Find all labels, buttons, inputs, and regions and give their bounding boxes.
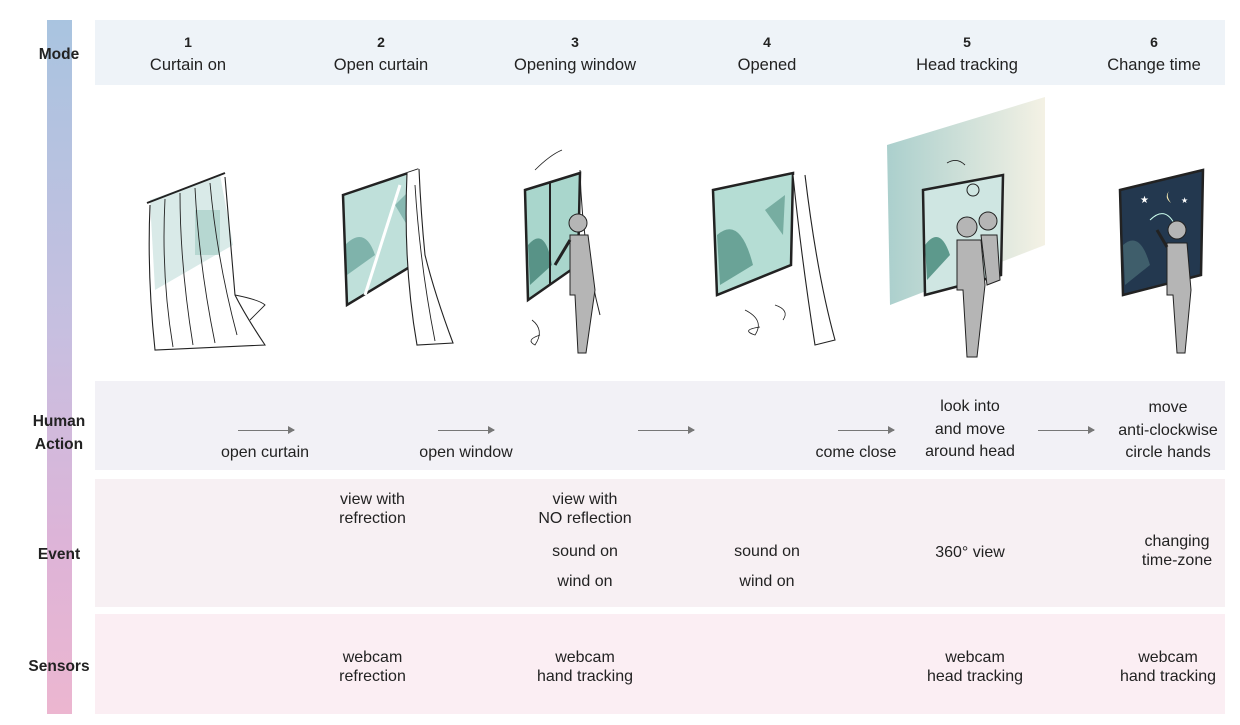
event-360-view: 360° view [935, 544, 1005, 561]
mode-number: 2 [377, 34, 385, 50]
sensor-mode-5: webcam head tracking [910, 648, 1040, 686]
sensor-text-line: webcam [555, 649, 615, 666]
mode-band [95, 20, 1225, 85]
event-text-line: time-zone [1141, 552, 1213, 569]
action-come-close: come close [815, 444, 897, 461]
sensor-text-line: hand tracking [1119, 668, 1217, 685]
mode-number: 4 [763, 34, 771, 50]
mode-number: 6 [1150, 34, 1158, 50]
sensor-text-line: webcam [342, 649, 403, 666]
row-label-sensors: Sensors [28, 658, 90, 675]
event-mode-2: view with refrection [320, 490, 425, 528]
event-wind-on: wind on [739, 573, 795, 590]
event-sound-on: sound on [734, 543, 800, 560]
opened-window-illustration [705, 95, 845, 365]
mode-header-4: 4 Opened [707, 33, 827, 75]
sensor-text-line: webcam [1138, 649, 1198, 666]
event-changing-time-zone: changing time-zone [1125, 532, 1229, 570]
sensor-mode-2: webcam refrection [320, 648, 425, 686]
row-label-mode: Mode [38, 46, 80, 63]
svg-text:★: ★ [1140, 195, 1149, 206]
event-mode-3: view with NO reflection [520, 490, 650, 528]
mode-header-3: 3 Opening window [500, 33, 650, 75]
mode-title: Head tracking [916, 56, 1018, 74]
event-text-line: changing [1144, 533, 1210, 550]
action-arrow [438, 426, 495, 434]
mode-title: Curtain on [149, 56, 227, 74]
event-text-line: refrection [339, 510, 406, 527]
mode-header-5: 5 Head tracking [897, 33, 1037, 75]
mode-number: 1 [184, 34, 192, 50]
row-label-human-action: Human Action [32, 413, 86, 453]
sensor-text-line: hand tracking [536, 668, 634, 685]
action-text-line: look into [940, 398, 1000, 415]
event-band [95, 479, 1225, 607]
sensor-mode-6: webcam hand tracking [1103, 648, 1233, 686]
open-curtain-illustration [325, 95, 465, 365]
curtain-on-illustration [125, 95, 275, 365]
mode-number: 5 [963, 34, 971, 50]
event-text-line: view with [552, 491, 618, 508]
event-text-line: view with [340, 491, 405, 508]
human-action-band [95, 381, 1225, 470]
mode-header-1: 1 Curtain on [128, 33, 248, 75]
action-text-line: move [1148, 399, 1188, 416]
action-text-line: and move [934, 420, 1006, 438]
action-move-hands: move anti-clockwise circle hands [1108, 397, 1228, 465]
row-gradient-bar [47, 20, 72, 714]
action-arrow [1038, 426, 1095, 434]
mode-title: Opened [737, 56, 797, 74]
change-time-illustration: ★ ★ [1115, 95, 1225, 365]
svg-text:★: ★ [1181, 196, 1188, 205]
action-text-line: around head [925, 443, 1015, 460]
sensor-text-line: webcam [945, 649, 1005, 666]
sensor-text-line: refrection [339, 668, 406, 685]
opening-window-illustration [520, 95, 650, 365]
mode-title: Opening window [514, 56, 636, 74]
event-wind-on: wind on [557, 573, 613, 590]
mode-title: Open curtain [333, 56, 429, 74]
head-tracking-illustration [885, 95, 1050, 365]
sensor-text-line: head tracking [926, 668, 1024, 685]
action-arrow [838, 426, 895, 434]
sensors-band [95, 614, 1225, 714]
action-arrow [638, 426, 695, 434]
action-open-window: open window [419, 444, 513, 461]
mode-number: 3 [571, 34, 579, 50]
action-open-curtain: open curtain [220, 444, 310, 461]
sensor-mode-3: webcam hand tracking [520, 648, 650, 686]
action-arrow [238, 426, 295, 434]
mode-header-6: 6 Change time [1089, 33, 1219, 75]
action-text-line: circle hands [1125, 444, 1211, 461]
mode-title: Change time [1107, 56, 1201, 74]
mode-header-2: 2 Open curtain [321, 33, 441, 75]
action-text-line: anti-clockwise [1118, 421, 1218, 439]
event-sound-on: sound on [552, 543, 618, 560]
row-label-event: Event [37, 546, 81, 563]
event-text-line: NO reflection [538, 510, 632, 527]
action-look-into: look into and move around head [910, 396, 1030, 464]
